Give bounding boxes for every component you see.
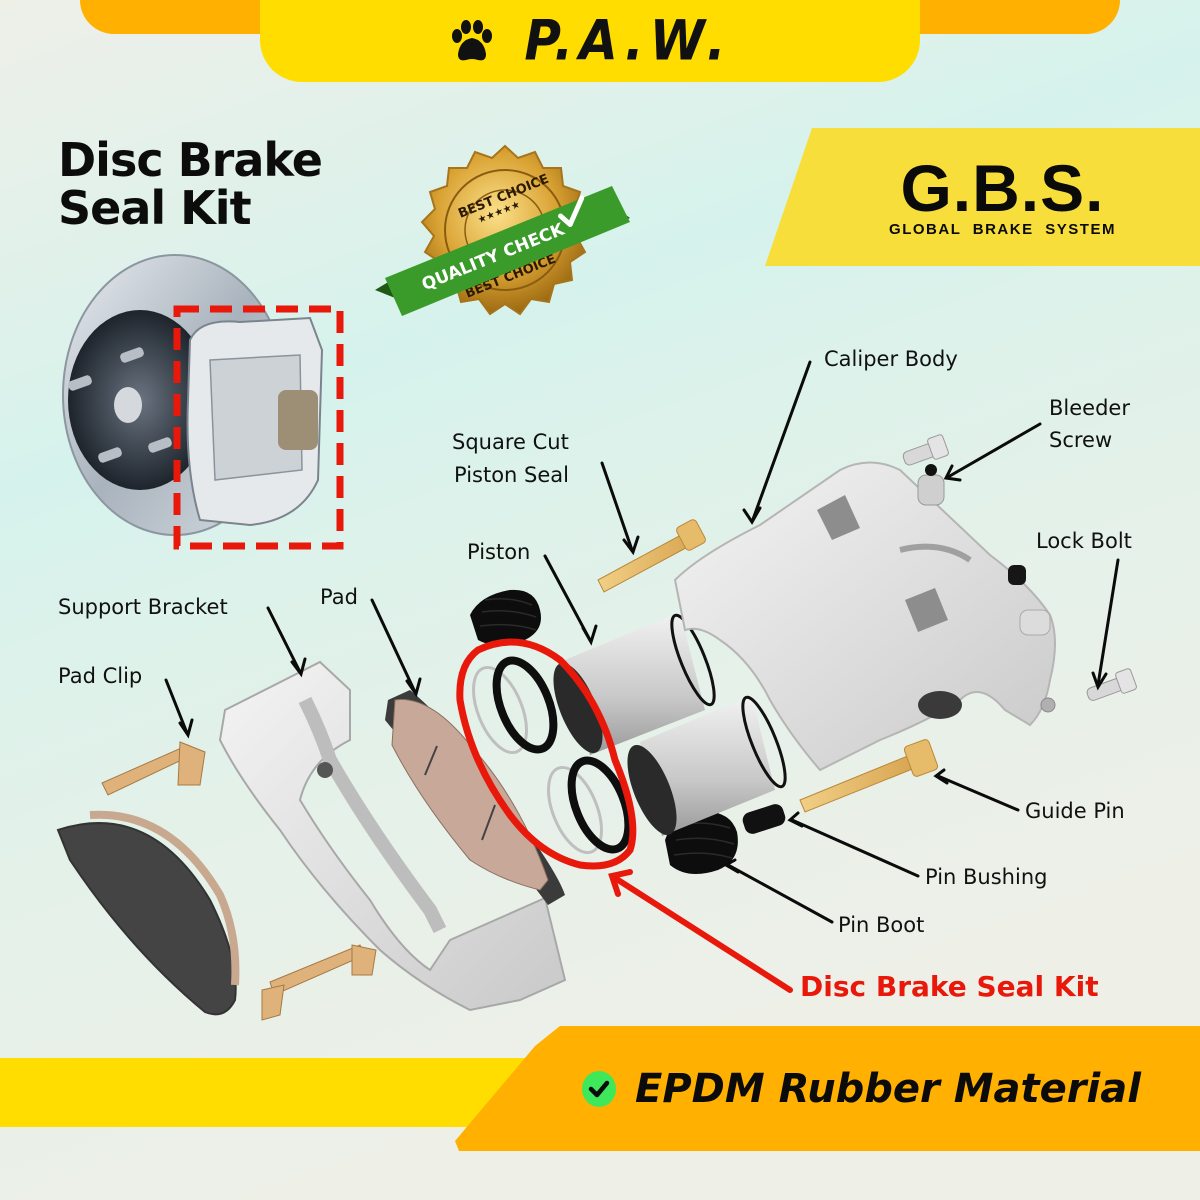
dust-boots	[470, 589, 738, 874]
footer-feature-banner: EPDM Rubber Material	[455, 1026, 1200, 1151]
seal-kit-highlight-outline	[456, 638, 637, 870]
label-pad-clip: Pad Clip	[58, 664, 143, 688]
piston-seal-rings	[472, 656, 633, 855]
gbs-subtitle: GLOBAL BRAKE SYSTEM	[889, 220, 1116, 238]
callout-arrow	[608, 869, 793, 993]
label-bleeder-screw-1: Bleeder	[1049, 396, 1130, 420]
screws	[902, 434, 1137, 701]
label-pad: Pad	[320, 585, 358, 609]
pin-bushing-part	[742, 804, 786, 834]
page-title: Disc Brake Seal Kit	[58, 133, 323, 235]
paw-print-icon	[452, 20, 493, 61]
feature-text: EPDM Rubber Material	[635, 1065, 1141, 1112]
disc-brake-thumbnail	[62, 254, 344, 550]
label-caliper-body: Caliper Body	[824, 347, 958, 371]
label-piston: Piston	[467, 540, 531, 564]
seal-kit-callout: Disc Brake Seal Kit	[800, 970, 1099, 1003]
support-bracket	[218, 660, 567, 1012]
title-line-1: Disc Brake	[58, 133, 323, 187]
header-brand-tab: P.A.W.	[260, 0, 920, 82]
label-pin-boot: Pin Boot	[838, 913, 925, 937]
check-circle-icon	[582, 1070, 616, 1107]
pad-clips	[101, 741, 377, 1021]
label-square-cut-2: Piston Seal	[454, 463, 569, 487]
inner-brake-pad	[385, 690, 565, 905]
label-bleeder-screw-2: Screw	[1049, 428, 1113, 452]
label-square-cut-1: Square Cut	[452, 430, 569, 454]
label-lock-bolt: Lock Bolt	[1036, 529, 1132, 553]
quality-check-badge: BEST CHOICE BEST CHOICE ★★★★★ ★★★★★ QUAL…	[375, 144, 630, 316]
label-pin-bushing: Pin Bushing	[925, 865, 1048, 889]
gbs-logo: G.B.S.	[900, 150, 1105, 225]
leader-arrows	[164, 360, 1120, 924]
label-support-bracket: Support Bracket	[58, 595, 228, 619]
brand-name: P.A.W.	[524, 9, 732, 73]
gbs-brand-banner: G.B.S. GLOBAL BRAKE SYSTEM	[765, 128, 1200, 266]
caliper-body	[673, 461, 1056, 772]
outer-brake-pad	[56, 810, 240, 1016]
guide-pins	[597, 519, 939, 813]
label-guide-pin: Guide Pin	[1025, 799, 1125, 823]
title-line-2: Seal Kit	[58, 181, 252, 235]
